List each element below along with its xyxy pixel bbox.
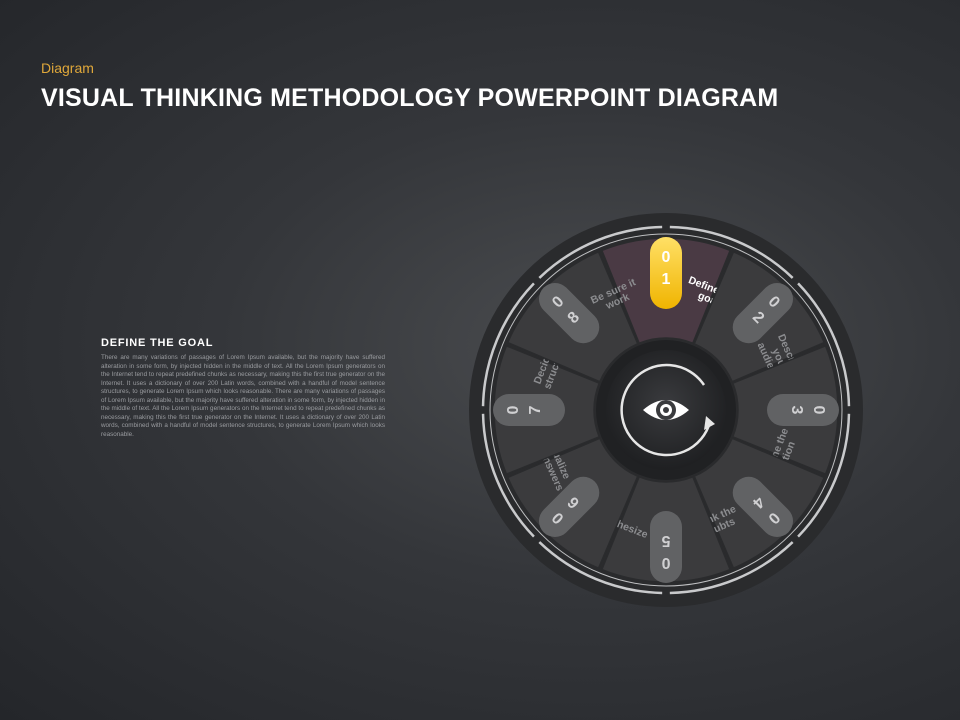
step-tab bbox=[650, 237, 682, 309]
wheel-hub bbox=[596, 340, 736, 480]
description-panel: DEFINE THE GOAL There are many variation… bbox=[101, 337, 385, 439]
outer-ring-arc bbox=[669, 541, 794, 595]
outer-ring-arc bbox=[538, 541, 663, 595]
step-tab bbox=[538, 476, 600, 538]
description-body: There are many variations of passages of… bbox=[101, 354, 385, 438]
outer-ring-arc bbox=[797, 282, 851, 407]
eye-icon bbox=[643, 400, 689, 420]
outer-ring-arc bbox=[481, 413, 535, 538]
step-number-digit: 7 bbox=[527, 405, 544, 414]
slide-title: VISUAL THINKING METHODOLOGY POWERPOINT D… bbox=[41, 84, 779, 112]
description-heading: DEFINE THE GOAL bbox=[101, 337, 214, 349]
step-number-digit: 0 bbox=[505, 405, 522, 414]
outer-ring-arc bbox=[481, 282, 535, 407]
step-number-digit: 1 bbox=[662, 271, 671, 288]
inner-ring bbox=[489, 233, 843, 587]
step-tab bbox=[650, 511, 682, 583]
step-number-digit: 0 bbox=[662, 249, 671, 266]
hub-arrow-arc bbox=[620, 363, 712, 457]
outer-ring-arc bbox=[669, 225, 794, 279]
outer-ring-arc bbox=[797, 413, 851, 538]
step-tab bbox=[732, 476, 794, 538]
step-number-digit: 0 bbox=[661, 554, 670, 571]
step-tab bbox=[538, 282, 600, 344]
hub-arrow-head bbox=[704, 416, 715, 430]
step-tab bbox=[732, 282, 794, 344]
step-number-digit: 5 bbox=[661, 532, 670, 549]
slide-category: Diagram bbox=[41, 60, 94, 76]
step-number-digit: 0 bbox=[810, 406, 827, 415]
step-tab bbox=[767, 394, 839, 426]
step-tab bbox=[493, 394, 565, 426]
outer-ring-arc bbox=[538, 225, 663, 279]
step-number-digit: 3 bbox=[788, 406, 805, 415]
